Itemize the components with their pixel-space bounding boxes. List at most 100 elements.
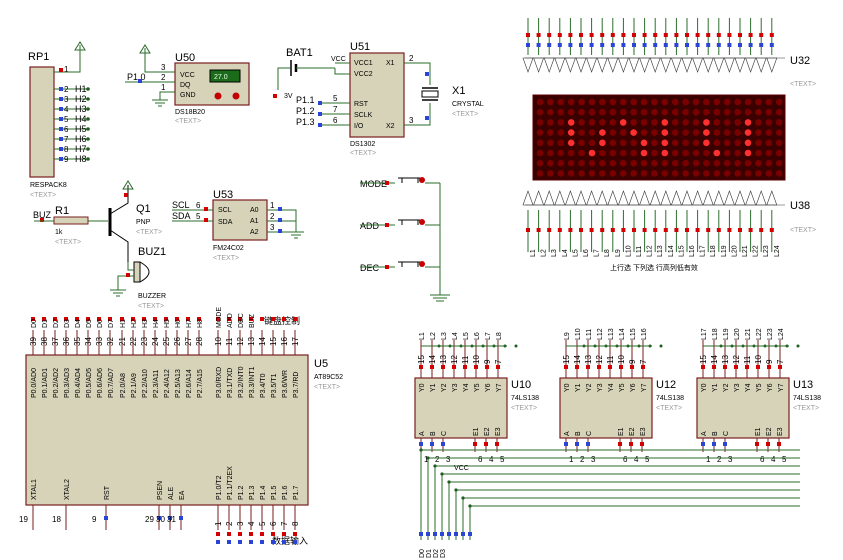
led-dot <box>567 129 575 136</box>
u5-p1-label: P1.5 <box>271 485 278 500</box>
led-dot <box>640 170 648 177</box>
buz1-text: <TEXT> <box>138 303 164 310</box>
u5-port-label: P0.1/AD1 <box>42 368 49 398</box>
u53-fm24c02[interactable]: U53 SCL SDA A0 A1 A2 SCL SDA 6 5 1 2 3 F… <box>172 189 304 262</box>
decoder-input-state <box>495 442 499 446</box>
u5-top-pin-state <box>108 317 112 321</box>
decoder-bus-state <box>447 532 451 536</box>
u5-p1-pin-state <box>216 532 220 536</box>
u5-top-net: BUZ <box>249 313 256 328</box>
r1-net: BUZ <box>33 210 52 220</box>
u5-top-pin-state <box>31 317 35 321</box>
decoder-output-num: 13 <box>584 355 593 364</box>
u5-bottom-label: ALE <box>168 486 175 500</box>
matrix-bottom-driver <box>766 190 778 206</box>
x1-crystal[interactable]: X1 CRYSTAL <TEXT> <box>421 85 484 118</box>
decoder-input-num: 5 <box>782 455 787 464</box>
led-dot <box>630 108 637 116</box>
decoder-u12[interactable]: U1274LS138<TEXT>15Y0L914Y1L1013Y2L1112Y3… <box>559 328 684 464</box>
q1-transistor[interactable]: Q1 PNP <TEXT> <box>108 180 162 262</box>
matrix-column-state-low <box>759 43 764 47</box>
decoder-input-label: C <box>441 431 448 436</box>
u5-bottom-pin-state <box>157 516 161 520</box>
rp1-junction <box>86 157 90 161</box>
u5-port-label: P2.3/A11 <box>153 370 160 398</box>
decoder-body <box>559 377 653 439</box>
led-dot <box>609 108 617 116</box>
u5-at89c52[interactable]: U5 AT89C52 <TEXT> 键盘控制 数据输入 39P0.0/AD0D0… <box>19 307 343 546</box>
matrix-row-label: L12 <box>647 245 654 257</box>
bat1-battery[interactable]: BAT1 3V <box>273 47 335 100</box>
u5-top-net: MODE <box>216 307 223 328</box>
u5-top-net: H6 <box>175 319 182 328</box>
u50-button-up[interactable] <box>232 92 240 100</box>
button-mode-knob[interactable] <box>419 177 425 183</box>
button-dec-knob[interactable] <box>419 261 425 267</box>
led-dot <box>630 159 637 167</box>
u5-top-net: H2 <box>131 319 138 328</box>
decoder-u13[interactable]: U1374LS138<TEXT>15Y0L1714Y1L1813Y2L1912Y… <box>696 328 821 464</box>
matrix-top-driver <box>702 57 714 73</box>
rp1-pin-state <box>59 87 63 91</box>
led-dot <box>567 98 575 106</box>
u5-top-pin-state <box>120 317 124 321</box>
u51-ds1302[interactable]: U51 VCC1 VCC2 RST SCLK I/O X1 X2 DS1302 … <box>296 41 431 157</box>
matrix-row-label: L1 <box>530 249 537 257</box>
u51-vcc2: VCC2 <box>354 71 373 78</box>
u5-top-pin-state <box>260 317 264 321</box>
matrix-column-state-low <box>536 43 541 47</box>
decoder-bus-junction <box>461 496 465 500</box>
matrix-top-driver <box>681 57 693 73</box>
matrix-row-state <box>653 228 658 232</box>
button-add-knob[interactable] <box>419 219 425 225</box>
led-dot <box>578 170 585 177</box>
matrix-bottom-driver <box>596 190 608 206</box>
rp1-text: <TEXT> <box>30 192 56 199</box>
matrix-column-state-low <box>600 43 605 47</box>
decoder-output-state <box>430 365 434 369</box>
button-mode[interactable]: MODE <box>360 177 440 189</box>
u50-button-down[interactable] <box>214 92 222 100</box>
decoder-body <box>414 377 508 439</box>
u5-top-pin-num: 25 <box>162 337 171 346</box>
r1-resistor[interactable]: R1 1k <TEXT> BUZ <box>33 205 108 246</box>
decoder-input-num: 6 <box>478 455 483 464</box>
decoder-bus-junction <box>426 456 430 460</box>
u5-port-label: P0.2/AD2 <box>53 368 60 398</box>
led-dot <box>630 119 637 126</box>
decoder-input-state <box>419 442 423 446</box>
led-dot <box>661 98 669 106</box>
led-dot <box>578 159 585 167</box>
decoder-output-state <box>619 365 623 369</box>
u5-top-pin-state <box>227 317 231 321</box>
decoder-ref: U12 <box>656 379 676 391</box>
matrix-column-state-low <box>589 43 594 47</box>
led-dot <box>755 108 762 116</box>
u5-p1-pin-num: 2 <box>225 521 234 526</box>
u5-top-pin-num: 15 <box>269 337 278 346</box>
matrix-top-driver <box>766 57 778 73</box>
button-dec[interactable]: DEC <box>360 261 440 273</box>
u5-bottom-label: XTAL1 <box>31 479 38 500</box>
matrix-top-driver <box>692 57 704 73</box>
x1-text: <TEXT> <box>452 111 478 118</box>
decoder-u10[interactable]: U1074LS138<TEXT>15Y0L114Y1L213Y2L312Y3L4… <box>414 332 539 464</box>
decoder-bus-junction <box>440 472 444 476</box>
matrix-ref-top: U32 <box>790 55 810 67</box>
u53-pin1: 1 <box>270 201 275 210</box>
u5-top-pin-state <box>271 317 275 321</box>
button-add[interactable]: ADD <box>360 219 440 231</box>
u50-ds18b20[interactable]: U50 VCC DQ GND 27.0 DS18B20 <TEXT> 3 2 1… <box>125 44 250 125</box>
decoder-output-net: L24 <box>778 328 785 340</box>
led-dot <box>682 98 689 106</box>
x1-ref: X1 <box>452 85 465 97</box>
u5-top-pin-num: 32 <box>106 337 115 346</box>
led-dot <box>651 159 658 167</box>
decoder-input-label: E1 <box>618 427 625 436</box>
matrix-caption: 上行选 下列选 行高列低有效 <box>610 263 698 272</box>
decoder-output-state <box>641 365 645 369</box>
decoder-input-state <box>766 442 770 446</box>
buz1-buzzer[interactable]: BUZ1 BUZZER <TEXT> <box>110 246 166 310</box>
